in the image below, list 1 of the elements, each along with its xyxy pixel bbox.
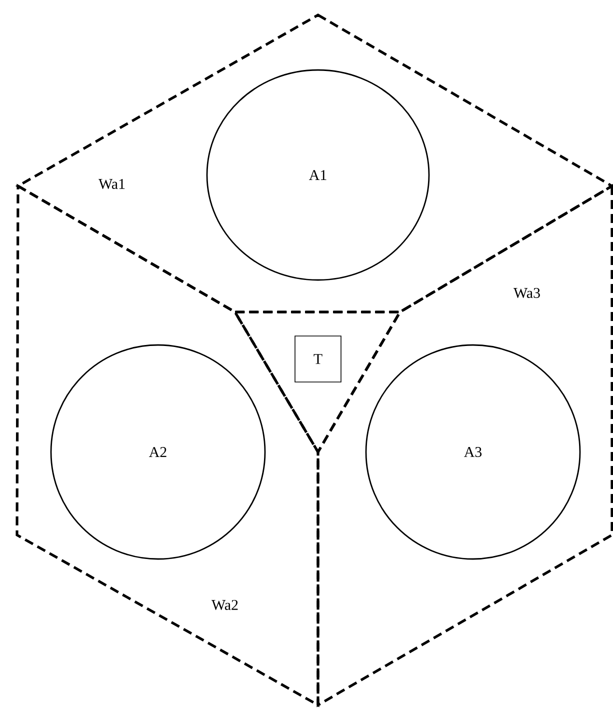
- square-box: T: [294, 336, 342, 382]
